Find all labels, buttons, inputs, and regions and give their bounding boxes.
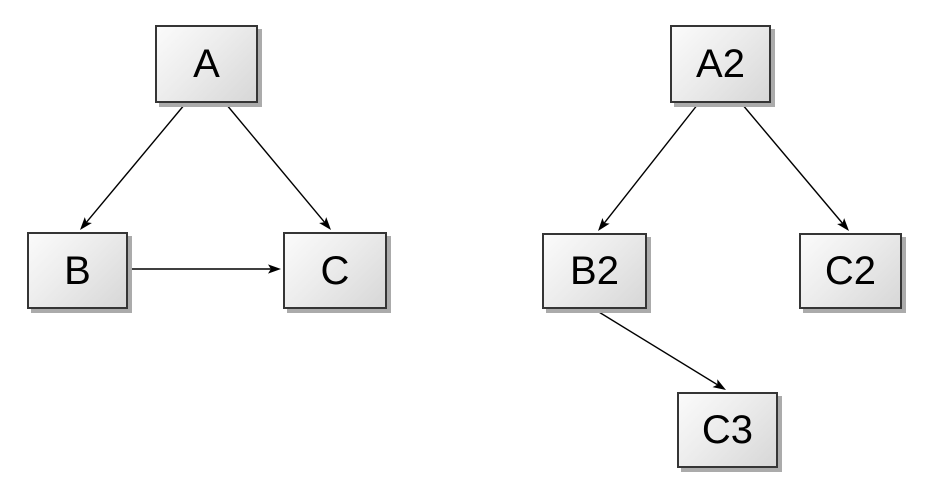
edge-B2-C3 xyxy=(593,308,726,390)
node-B2[interactable]: B2 xyxy=(542,233,647,309)
edge-A-B xyxy=(80,103,186,230)
edge-B-C xyxy=(129,264,281,274)
arrowhead-icon xyxy=(268,264,281,274)
arrowhead-icon xyxy=(837,218,849,231)
arrowhead-icon xyxy=(319,217,331,230)
node-label: B2 xyxy=(570,249,619,293)
node-C[interactable]: C xyxy=(283,232,387,309)
node-label: A xyxy=(193,42,220,86)
node-C3[interactable]: C3 xyxy=(677,392,778,468)
arrowhead-icon xyxy=(598,217,610,231)
edge-line xyxy=(593,308,718,386)
edge-A2-B2 xyxy=(598,103,699,231)
arrowhead-icon xyxy=(80,217,92,230)
node-label: A2 xyxy=(696,42,745,86)
edge-line xyxy=(741,103,844,224)
node-A[interactable]: A xyxy=(155,25,258,103)
node-A2[interactable]: A2 xyxy=(670,25,771,103)
node-label: C xyxy=(320,248,350,293)
node-label: C3 xyxy=(701,408,754,452)
edge-A2-C2 xyxy=(741,103,849,231)
arrowhead-icon xyxy=(712,379,726,390)
edge-line xyxy=(225,103,326,223)
node-C2[interactable]: C2 xyxy=(799,233,902,309)
node-label: C2 xyxy=(824,249,877,293)
edge-line xyxy=(85,103,186,223)
edge-line xyxy=(603,103,699,224)
edge-A-C xyxy=(225,103,331,230)
node-label: B xyxy=(64,248,91,293)
node-B[interactable]: B xyxy=(27,232,128,309)
